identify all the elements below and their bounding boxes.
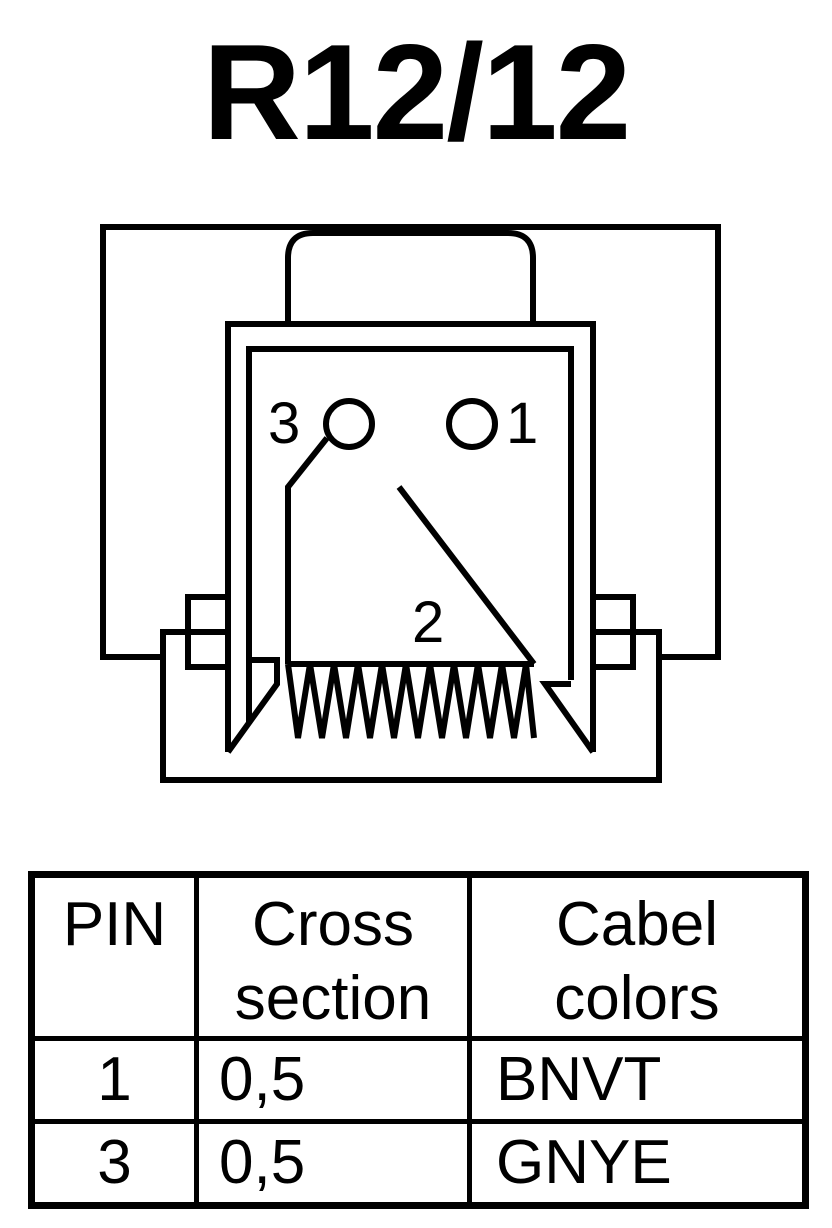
row-2-cross-section: 0,5 <box>194 1119 472 1208</box>
table-row: 1 0,5 BNVT <box>29 1036 808 1124</box>
left-wedge <box>225 657 280 754</box>
connector-insert-outer <box>225 321 596 752</box>
table-row: 3 0,5 GNYE <box>29 1119 808 1208</box>
pin-2-label: 2 <box>412 590 444 655</box>
right-latch <box>590 594 636 670</box>
row-2-pin: 3 <box>29 1119 199 1208</box>
page-title: R12/12 <box>202 16 632 168</box>
header-pin: PIN <box>29 872 199 1041</box>
left-latch <box>185 594 231 670</box>
header-cross-section-line1: Cross <box>252 890 414 959</box>
pin-1-contact <box>446 398 498 450</box>
connector-key-tab <box>285 230 536 324</box>
header-cabel-colors-line1: Cabel <box>556 890 718 959</box>
pin-1-label: 1 <box>506 391 538 456</box>
row-1-color: BNVT <box>467 1036 808 1124</box>
pin-3-contact <box>323 398 375 450</box>
connector-diagram: 3 1 2 <box>100 224 721 783</box>
ground-spring <box>285 661 537 739</box>
header-pin-line: PIN <box>62 890 167 959</box>
row-2-color: GNYE <box>467 1119 808 1208</box>
connector-base <box>160 629 662 783</box>
table-header-row: PIN Cross section Cabel colors <box>29 872 808 1041</box>
header-cabel-colors: Cabel colors <box>467 872 808 1041</box>
pin-3-label: 3 <box>268 391 300 456</box>
right-wedge <box>539 681 596 754</box>
header-cross-section-line2: section <box>234 964 432 1033</box>
pin-table: PIN Cross section Cabel colors 1 0,5 BNV… <box>28 871 809 1209</box>
row-1-pin: 1 <box>29 1036 199 1124</box>
header-cabel-colors-line2: colors <box>554 964 720 1033</box>
pin-3-wire <box>285 436 330 664</box>
pin-2-wire <box>396 485 537 666</box>
header-cross-section: Cross section <box>194 872 472 1041</box>
connector-outer-housing <box>100 224 721 660</box>
connector-insert-inner <box>246 346 574 724</box>
row-1-cross-section: 0,5 <box>194 1036 472 1124</box>
